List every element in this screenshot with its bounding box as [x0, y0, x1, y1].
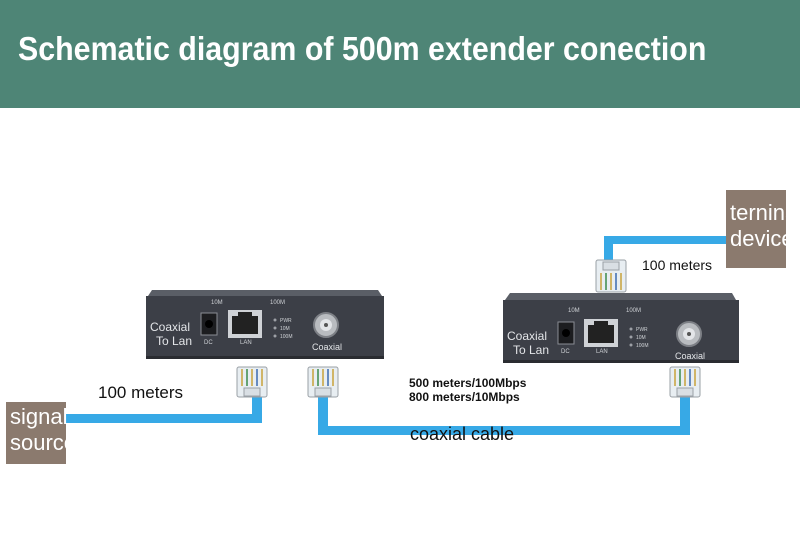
right-lan-label: LAN — [596, 349, 608, 355]
left-dc-label: DC — [204, 340, 213, 346]
left-lan-label: LAN — [240, 340, 252, 346]
coaxial-cable-label: coaxial cable — [410, 424, 515, 444]
right-cable-riser — [604, 236, 613, 264]
right-led-10m-label: 10M — [568, 308, 580, 314]
signal-source-line2: source — [10, 430, 77, 455]
left-device-name: Coaxial To Lan — [150, 320, 192, 348]
coax-rate-100mbps: 500 meters/100Mbps — [409, 376, 527, 390]
rj45-plug-coax-left — [307, 366, 339, 398]
terminal-device-box: terninal device — [726, 190, 800, 268]
coax-cable-left-riser — [318, 392, 328, 435]
signal-source-box: signal source — [6, 402, 77, 464]
right-dc-label: DC — [561, 349, 570, 355]
right-device-name-line2: To Lan — [513, 343, 550, 357]
left-100m-led-label: 100M — [280, 334, 293, 340]
right-100m-led-label: 100M — [636, 343, 649, 349]
right-cable — [604, 236, 728, 244]
right-10m-led-label: 10M — [636, 335, 646, 341]
left-extender-device — [146, 290, 384, 359]
rj45-plug-left — [236, 366, 268, 398]
title-banner: Schematic diagram of 500m extender conec… — [0, 0, 800, 108]
coax-rate-10mbps: 800 meters/10Mbps — [409, 390, 520, 404]
left-device-name-line1: Coaxial — [150, 320, 191, 334]
right-device-name-line1: Coaxial — [507, 329, 548, 343]
left-cable — [62, 414, 262, 423]
right-extender-device — [503, 293, 739, 363]
left-pwr-label: PWR — [280, 318, 292, 324]
right-pwr-label: PWR — [636, 327, 648, 333]
terminal-device-line2: device — [730, 226, 794, 251]
left-coax-port-label: Coaxial — [312, 342, 343, 352]
left-10m-led-label: 10M — [280, 326, 290, 332]
left-cable-length-label: 100 meters — [98, 383, 184, 402]
signal-source-line1: signal — [10, 404, 68, 429]
left-led-10m-label: 10M — [211, 300, 223, 306]
left-cable-riser — [252, 392, 262, 423]
right-device-name: Coaxial To Lan — [507, 329, 549, 357]
right-led-100m-label: 100M — [626, 308, 642, 314]
right-coax-port-label: Coaxial — [675, 351, 706, 361]
page-title: Schematic diagram of 500m extender conec… — [18, 30, 707, 67]
coax-cable-right-riser — [680, 392, 690, 435]
rj45-plug-right-top — [595, 259, 627, 293]
right-cable-length-label: 100 meters — [642, 257, 713, 273]
left-device-name-line2: To Lan — [156, 334, 193, 348]
coax-cable — [318, 426, 690, 435]
terminal-device-line1: terninal — [730, 200, 800, 225]
left-led-100m-label: 100M — [270, 300, 286, 306]
rj45-plug-coax-right — [669, 366, 701, 398]
